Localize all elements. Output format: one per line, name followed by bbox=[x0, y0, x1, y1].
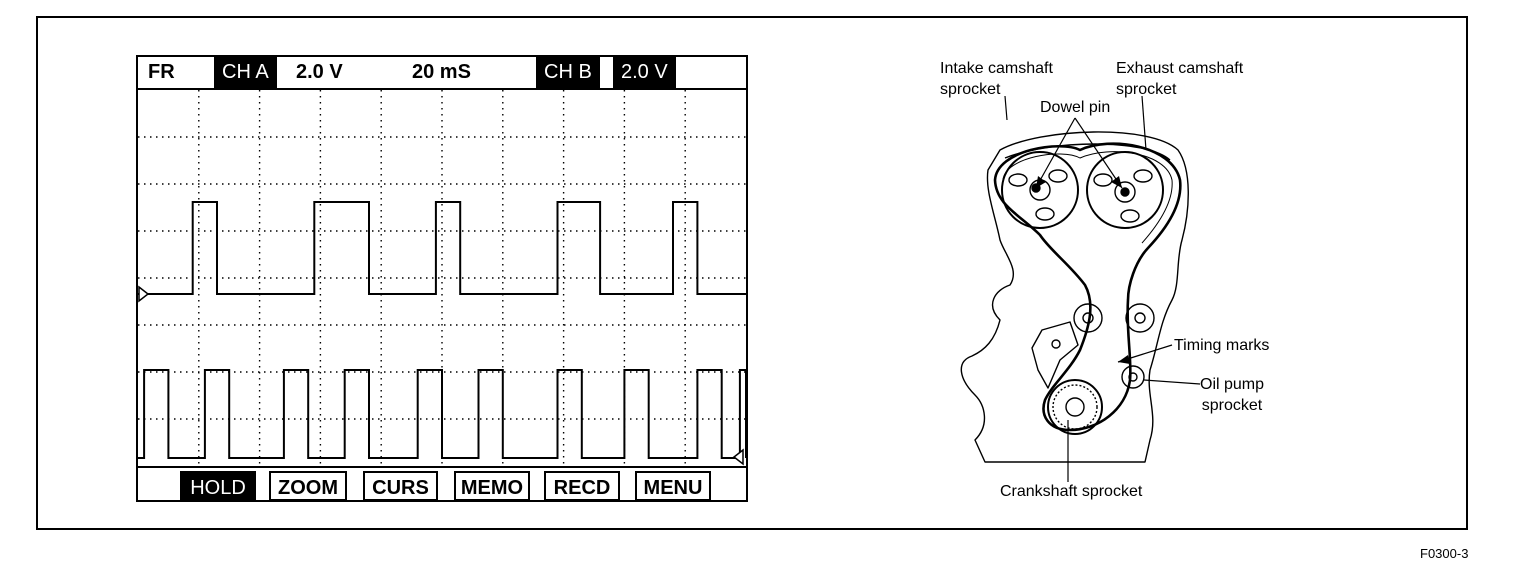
crankshaft-sprocket-hub bbox=[1065, 397, 1085, 417]
zoom-button[interactable]: ZOOM bbox=[269, 471, 347, 501]
waveform-display bbox=[138, 90, 746, 466]
exhaust-sprocket-hole bbox=[1120, 209, 1140, 223]
channel-a-marker bbox=[138, 285, 150, 303]
timing-marks-label: Timing marks bbox=[1174, 337, 1270, 354]
idler-pulley-hub bbox=[1134, 312, 1146, 324]
intake-sprocket-hole bbox=[1048, 169, 1068, 183]
tensioner-pulley-hub bbox=[1082, 312, 1094, 324]
crankshaft-sprocket bbox=[1047, 379, 1103, 435]
channel-a-trace bbox=[138, 201, 746, 295]
channel-a-scale: 2.0 V bbox=[296, 61, 343, 83]
idler-pulley bbox=[1125, 303, 1155, 333]
hold-button[interactable]: HOLD bbox=[180, 471, 256, 501]
oil-pump-sprocket-label-text: Oil pump sprocket bbox=[1200, 376, 1265, 414]
curs-button[interactable]: CURS bbox=[363, 471, 438, 501]
timing-belt-diagram bbox=[960, 95, 1201, 482]
exhaust-sprocket-hole bbox=[1133, 169, 1153, 183]
header-divider bbox=[138, 88, 746, 90]
menu-button[interactable]: MENU bbox=[635, 471, 711, 501]
footer-divider bbox=[138, 466, 746, 468]
tensioner-pulley bbox=[1073, 303, 1103, 333]
intake-sprocket-hole bbox=[1008, 173, 1028, 187]
crankshaft-sprocket-teeth bbox=[1052, 384, 1098, 430]
oil-pump-sprocket bbox=[1121, 365, 1145, 389]
figure-frame bbox=[36, 16, 1468, 530]
tensioner-arm bbox=[1031, 321, 1079, 389]
exhaust-sprocket bbox=[1086, 151, 1164, 229]
leader-intake bbox=[1004, 95, 1008, 121]
intake-camshaft-label: Intake camshaft sprocket bbox=[940, 58, 1053, 100]
leader-oil-pump bbox=[1143, 379, 1201, 385]
exhaust-camshaft-label-text: Exhaust camshaft sprocket bbox=[1116, 60, 1244, 98]
time-base: 20 mS bbox=[412, 61, 471, 83]
arrowhead-timing bbox=[1118, 355, 1130, 364]
mode-label: FR bbox=[148, 61, 175, 83]
channel-a-badge: CH A bbox=[214, 57, 277, 88]
timing-belt bbox=[993, 142, 1182, 432]
arrowhead-dowel-exhaust bbox=[1111, 176, 1122, 188]
channel-b-trace bbox=[138, 369, 746, 459]
channel-b-badge: CH B bbox=[536, 57, 600, 88]
exhaust-dowel-pin bbox=[1120, 187, 1130, 197]
engine-block-outline bbox=[960, 131, 1189, 463]
arrowhead-dowel-intake bbox=[1036, 176, 1046, 188]
tensioner-bolt bbox=[1051, 339, 1061, 349]
leader-dowel-intake bbox=[1037, 117, 1076, 185]
dowel-pin-label: Dowel pin bbox=[1040, 99, 1111, 116]
intake-sprocket-hole bbox=[1035, 207, 1055, 221]
oscilloscope-screen: FR CH A 2.0 V 20 mS CH B 2.0 V HOLD ZOOM… bbox=[136, 55, 748, 502]
figure-id: F0300-3 bbox=[1420, 546, 1469, 561]
oil-pump-sprocket-hub bbox=[1128, 372, 1138, 382]
exhaust-sprocket-hole bbox=[1093, 173, 1113, 187]
leader-dowel-exhaust bbox=[1074, 117, 1123, 189]
channel-b-scale: 2.0 V bbox=[613, 57, 676, 88]
recd-button[interactable]: RECD bbox=[544, 471, 620, 501]
crankshaft-sprocket-label: Crankshaft sprocket bbox=[1000, 483, 1143, 500]
leader-exhaust bbox=[1141, 95, 1147, 151]
memo-button[interactable]: MEMO bbox=[454, 471, 530, 501]
exhaust-sprocket-hub bbox=[1114, 181, 1136, 203]
channel-b-marker bbox=[732, 448, 744, 466]
intake-camshaft-label-text: Intake camshaft sprocket bbox=[940, 60, 1053, 98]
intake-sprocket bbox=[1001, 151, 1079, 229]
exhaust-camshaft-label: Exhaust camshaft sprocket bbox=[1116, 58, 1243, 100]
oil-pump-sprocket-label: Oil pump sprocket bbox=[1200, 374, 1264, 416]
